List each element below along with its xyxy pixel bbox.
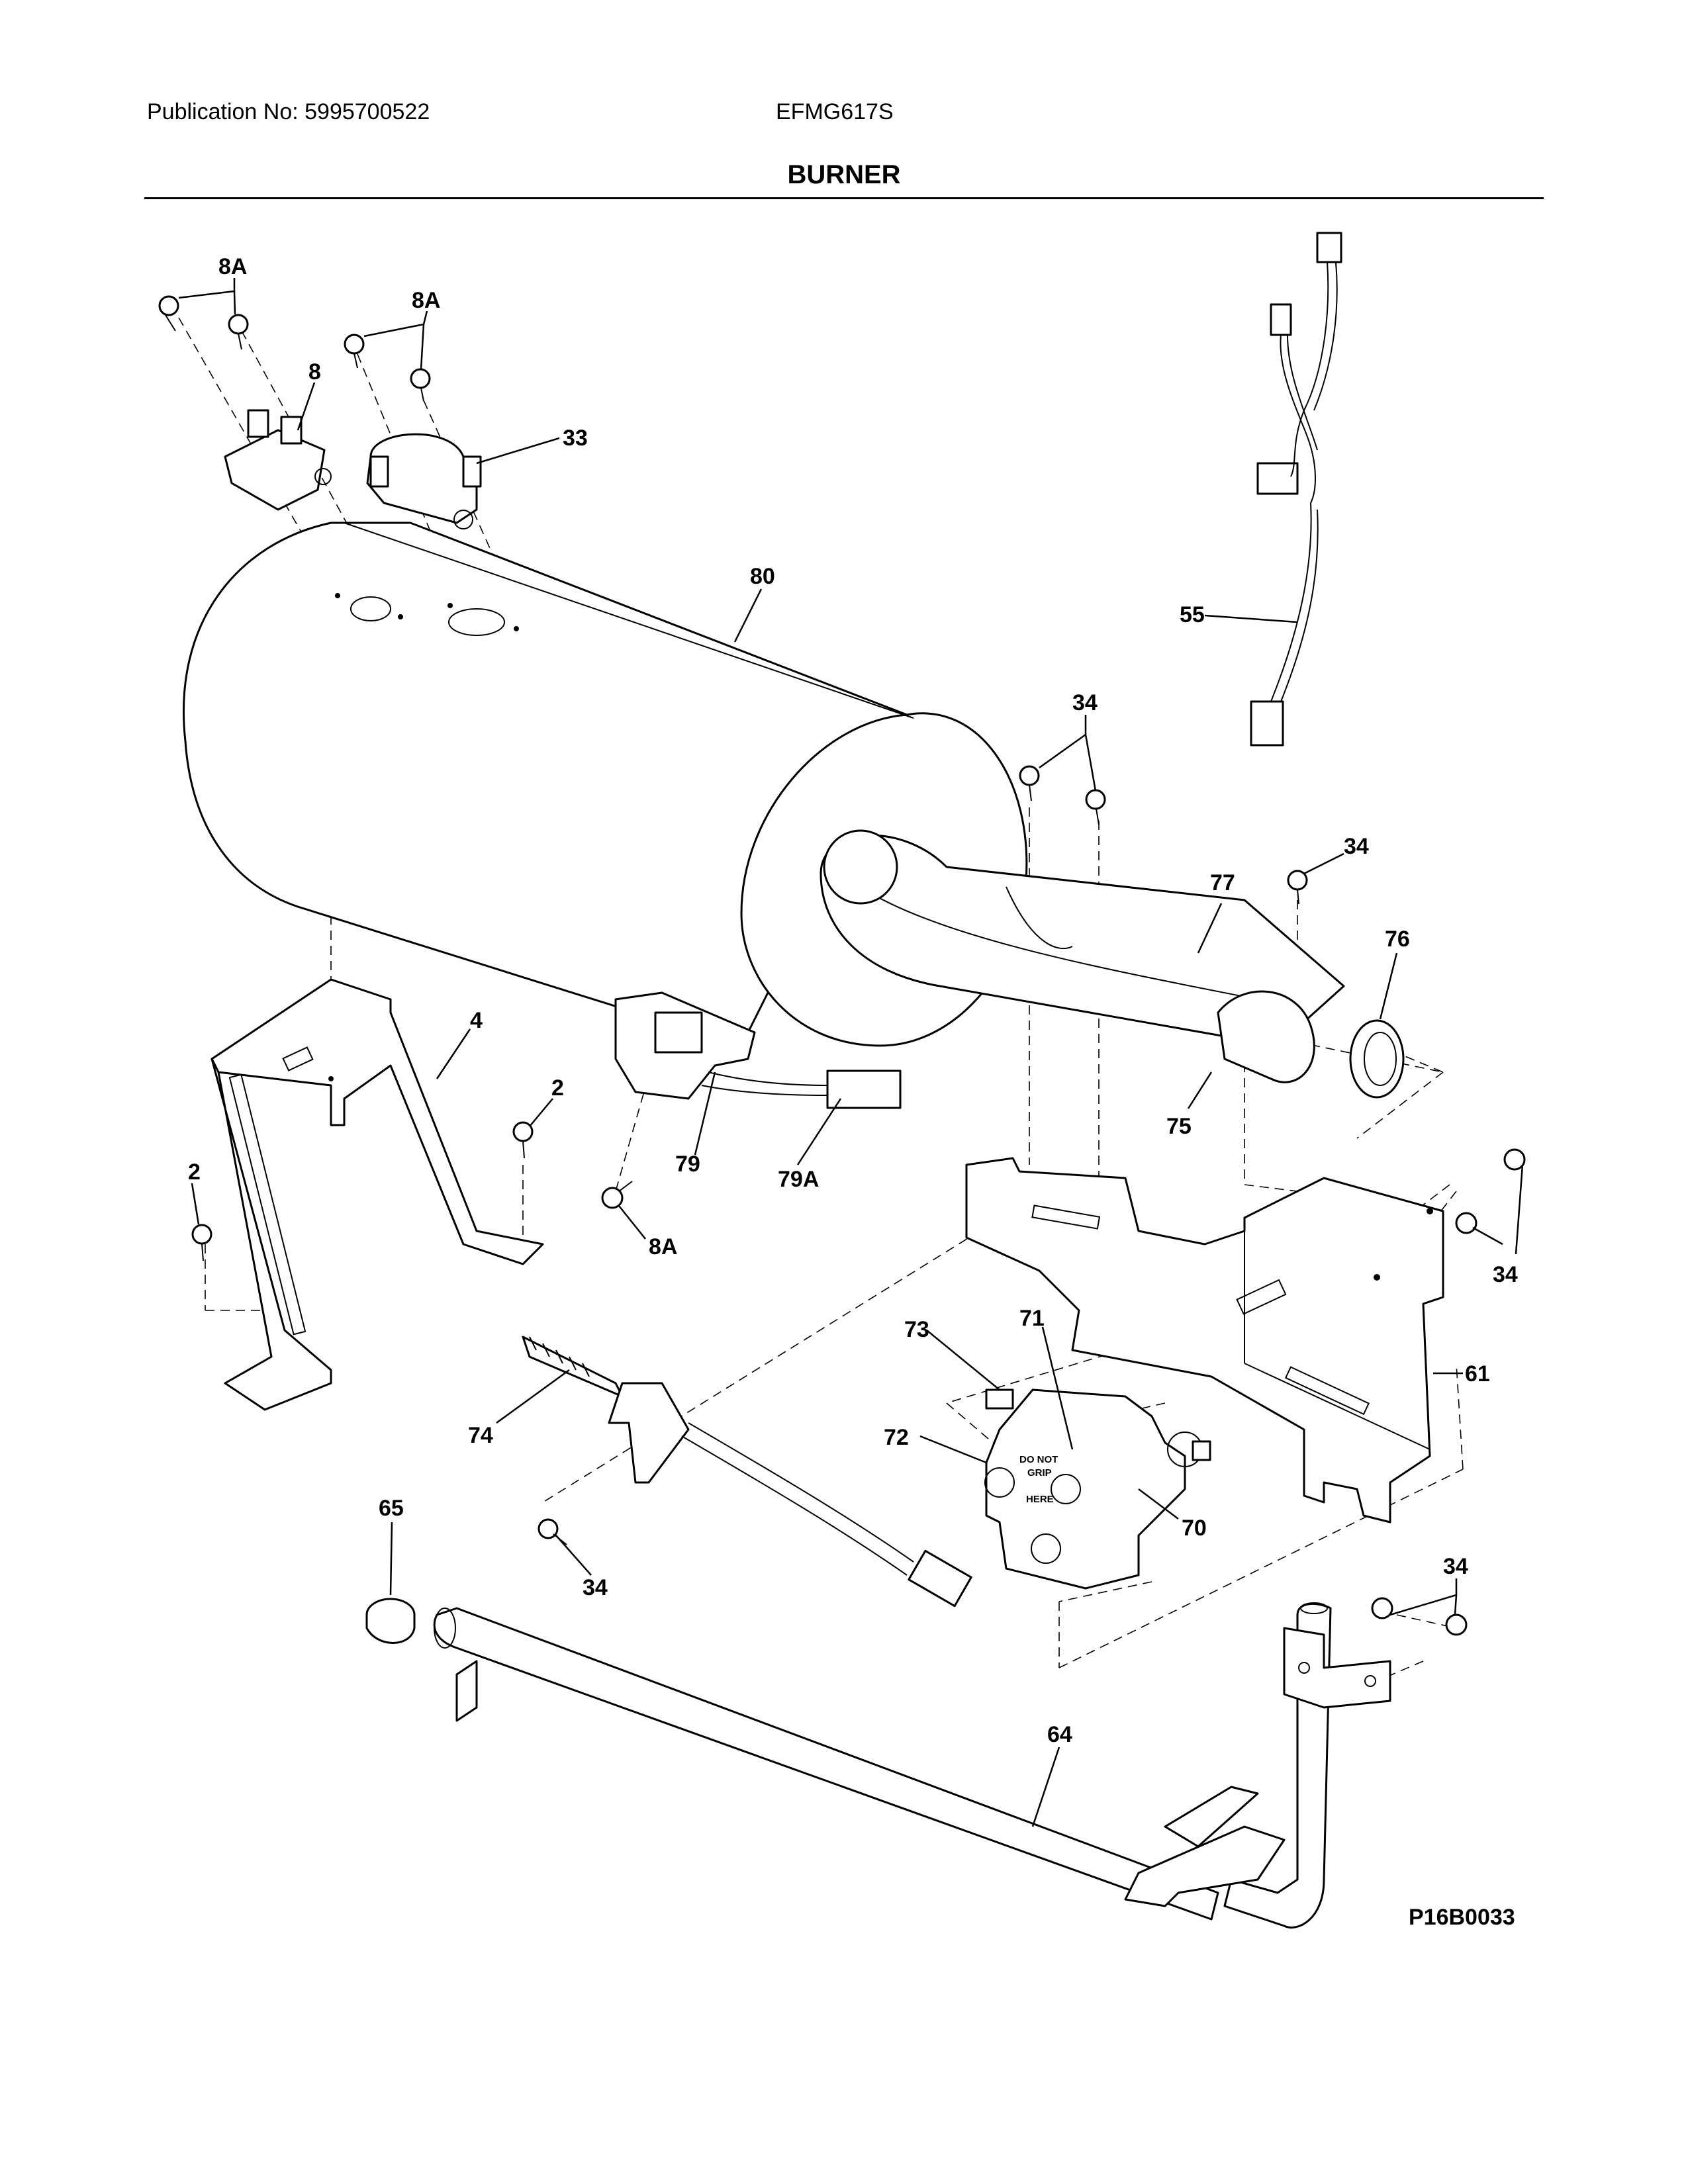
wire-harness-part-55 xyxy=(1250,232,1342,747)
header-rule xyxy=(144,197,1544,199)
screw-34-6 xyxy=(538,1518,567,1545)
callout-73: 73 xyxy=(904,1317,929,1342)
igniter-bracket-part-79 xyxy=(614,991,902,1109)
callout-2-left: 2 xyxy=(188,1160,201,1185)
callout-64: 64 xyxy=(1047,1722,1072,1747)
model-number: EFMG617S xyxy=(776,99,894,124)
publication-number: Publication No: 5995700522 xyxy=(147,99,430,124)
bracket-part-4 xyxy=(211,978,544,1411)
callout-74: 74 xyxy=(468,1423,493,1448)
screw-34-7 xyxy=(1371,1597,1393,1619)
callout-33: 33 xyxy=(563,426,588,451)
screws xyxy=(158,295,1526,1636)
valve-warning-line-3: HERE xyxy=(1026,1494,1054,1505)
screw-8a-5 xyxy=(601,1181,633,1209)
callout-2-right: 2 xyxy=(551,1075,564,1101)
screw-34-4 xyxy=(1503,1148,1526,1171)
callout-34-lower-left: 34 xyxy=(583,1575,608,1600)
callout-79: 79 xyxy=(675,1152,700,1177)
screw-2-2 xyxy=(191,1224,212,1261)
callout-72: 72 xyxy=(884,1425,909,1450)
callout-8a-top-left: 8A xyxy=(218,254,247,279)
screw-8a-2 xyxy=(228,314,249,350)
screw-34-3 xyxy=(1287,870,1308,905)
callout-34-right-top: 34 xyxy=(1344,834,1369,859)
callout-75: 75 xyxy=(1166,1114,1192,1139)
callout-80: 80 xyxy=(750,564,775,589)
screw-34-2 xyxy=(1085,789,1106,825)
screw-8a-3 xyxy=(344,334,365,369)
valve-warning-line-1: DO NOT xyxy=(1019,1454,1058,1465)
callout-labels: 8A 8A 8 33 80 55 34 34 77 76 4 2 2 79 79… xyxy=(188,254,1518,1747)
screw-2-1 xyxy=(512,1121,534,1159)
igniter-part-74 xyxy=(522,1336,972,1608)
screw-34-5 xyxy=(1455,1212,1477,1234)
callout-76: 76 xyxy=(1385,927,1410,952)
callout-61: 61 xyxy=(1465,1361,1490,1387)
page-title: BURNER xyxy=(787,160,901,189)
screw-8a-4 xyxy=(410,368,431,402)
callout-77: 77 xyxy=(1210,870,1235,895)
callout-8a-top-center: 8A xyxy=(412,288,440,313)
callout-70: 70 xyxy=(1182,1516,1207,1541)
manifold-pipe-part-64 xyxy=(433,1602,1391,1929)
thermal-fuse-part-33 xyxy=(366,433,482,529)
mounting-bracket-part-61 xyxy=(965,1157,1444,1524)
callout-34-lower-right: 34 xyxy=(1443,1554,1468,1579)
figure-code: P16B0033 xyxy=(1409,1905,1515,1930)
thermostat-part-8 xyxy=(224,409,332,511)
ring-part-76 xyxy=(1349,1019,1405,1099)
leader-lines xyxy=(178,278,1524,1827)
burner-tube-part-77 xyxy=(820,829,1345,1083)
callout-34-top: 34 xyxy=(1072,690,1098,715)
callout-8a-lower: 8A xyxy=(649,1234,677,1259)
screw-34-1 xyxy=(1019,765,1040,801)
callout-4: 4 xyxy=(470,1008,483,1033)
callout-79a: 79A xyxy=(778,1167,819,1192)
plug-part-65 xyxy=(365,1598,416,1644)
callout-65: 65 xyxy=(379,1496,404,1521)
callout-8: 8 xyxy=(308,359,321,385)
gas-valve-part-70: DO NOT GRIP HERE xyxy=(984,1388,1211,1590)
callout-55: 55 xyxy=(1180,602,1205,627)
screw-34-8 xyxy=(1445,1614,1468,1636)
valve-warning-line-2: GRIP xyxy=(1027,1467,1052,1479)
screw-8a-1 xyxy=(158,295,179,332)
callout-71: 71 xyxy=(1019,1306,1045,1331)
callout-34-right-middle: 34 xyxy=(1493,1262,1518,1287)
